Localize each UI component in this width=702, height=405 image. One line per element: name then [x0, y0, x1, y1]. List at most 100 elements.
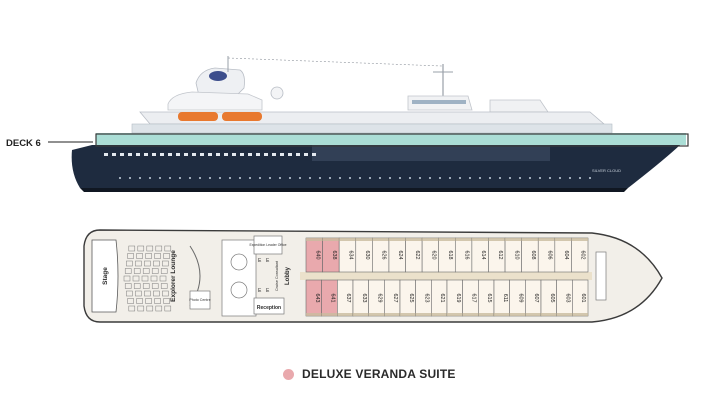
- suite-veranda: [556, 313, 573, 316]
- lifeboat-2: [222, 112, 262, 121]
- hull-window: [216, 153, 220, 156]
- hull-window: [280, 153, 284, 156]
- suite-veranda: [339, 238, 356, 241]
- suite-601[interactable]: 601: [572, 279, 589, 317]
- bow-stair: [595, 251, 607, 301]
- suite-603[interactable]: 603: [556, 279, 573, 317]
- suite-615[interactable]: 615: [478, 279, 495, 317]
- suite-number: 607: [533, 294, 539, 303]
- suite-627[interactable]: 627: [384, 279, 401, 317]
- mast-rigging: [227, 57, 443, 67]
- porthole: [119, 177, 121, 179]
- suite-veranda: [384, 313, 400, 316]
- lifeboat-1: [178, 112, 218, 121]
- seat: [151, 283, 159, 289]
- suite-number: 602: [580, 251, 586, 260]
- lift-e-2: E: [266, 258, 270, 264]
- hull-window: [120, 153, 124, 156]
- suite-number: 609: [518, 294, 524, 303]
- seat: [126, 260, 133, 267]
- suite-number: 601: [580, 294, 586, 303]
- porthole: [569, 177, 571, 179]
- porthole: [539, 177, 541, 179]
- suite-610[interactable]: 610: [504, 237, 522, 273]
- suite-630[interactable]: 630: [355, 237, 373, 273]
- suite-606[interactable]: 606: [537, 237, 556, 273]
- suite-veranda: [541, 313, 557, 316]
- seat: [163, 298, 170, 304]
- hull-window: [312, 153, 316, 156]
- bridge-windows: [412, 100, 466, 104]
- superstructure-top: [167, 91, 263, 111]
- suite-643[interactable]: 643: [305, 279, 322, 317]
- seat: [133, 268, 141, 274]
- seat: [136, 298, 143, 304]
- seat: [163, 253, 170, 259]
- funnel: [195, 67, 245, 101]
- suite-638[interactable]: 638: [322, 237, 340, 273]
- suite-607[interactable]: 607: [525, 279, 542, 317]
- porthole: [159, 177, 161, 179]
- reception-desk: [253, 297, 285, 315]
- suite-veranda: [431, 313, 447, 316]
- suite-605[interactable]: 605: [540, 279, 557, 317]
- seat: [128, 245, 136, 252]
- suite-618[interactable]: 618: [438, 237, 456, 273]
- porthole: [279, 177, 281, 179]
- suite-veranda: [509, 313, 526, 316]
- suite-619[interactable]: 619: [446, 279, 463, 317]
- suite-602[interactable]: 602: [571, 237, 589, 273]
- suite-609[interactable]: 609: [509, 279, 526, 317]
- suite-number: 634: [347, 251, 353, 260]
- seat: [133, 283, 141, 289]
- suite-604[interactable]: 604: [554, 237, 572, 273]
- suite-621[interactable]: 621: [431, 279, 448, 317]
- suite-veranda: [405, 238, 423, 241]
- suite-626[interactable]: 626: [372, 237, 390, 273]
- suite-number: 614: [480, 251, 486, 260]
- suite-637[interactable]: 637: [337, 279, 354, 317]
- suite-617[interactable]: 617: [462, 279, 479, 317]
- porthole: [189, 177, 191, 179]
- seat: [162, 260, 169, 267]
- hull-window: [168, 153, 172, 156]
- suite-611[interactable]: 611: [493, 279, 510, 317]
- suite-625[interactable]: 625: [399, 279, 416, 317]
- porthole: [249, 177, 251, 179]
- suite-608[interactable]: 608: [521, 237, 539, 273]
- legend-label: DELUXE VERANDA SUITE: [302, 367, 456, 381]
- porthole: [529, 177, 531, 179]
- suite-616[interactable]: 616: [454, 237, 473, 273]
- suite-veranda: [572, 313, 588, 316]
- suite-number: 615: [486, 294, 492, 303]
- suite-634[interactable]: 634: [338, 237, 357, 273]
- suite-629[interactable]: 629: [368, 279, 385, 317]
- suite-veranda: [372, 238, 389, 241]
- suite-623[interactable]: 623: [415, 279, 432, 317]
- seat: [164, 305, 172, 312]
- suite-612[interactable]: 612: [488, 237, 506, 273]
- porthole: [309, 177, 311, 179]
- suite-633[interactable]: 633: [352, 279, 369, 317]
- seat: [146, 305, 154, 312]
- porthole: [579, 177, 581, 179]
- suite-640[interactable]: 640: [305, 237, 323, 273]
- suite-number: 621: [439, 294, 445, 303]
- seat: [160, 283, 168, 289]
- suite-veranda: [462, 313, 479, 316]
- suite-veranda: [321, 313, 338, 316]
- suite-620[interactable]: 620: [421, 237, 440, 273]
- hull-window: [128, 153, 132, 156]
- suite-number: 618: [447, 251, 453, 260]
- suite-622[interactable]: 622: [405, 237, 423, 273]
- seat: [124, 283, 132, 289]
- hull-window: [144, 153, 148, 156]
- suite-614[interactable]: 614: [471, 237, 489, 273]
- suite-number: 633: [361, 294, 367, 303]
- suite-641[interactable]: 641: [321, 279, 338, 317]
- suite-number: 638: [331, 251, 337, 260]
- suite-624[interactable]: 624: [388, 237, 406, 273]
- hull-window: [160, 153, 164, 156]
- suite-number: 643: [314, 294, 320, 303]
- suite-number: 605: [549, 294, 555, 303]
